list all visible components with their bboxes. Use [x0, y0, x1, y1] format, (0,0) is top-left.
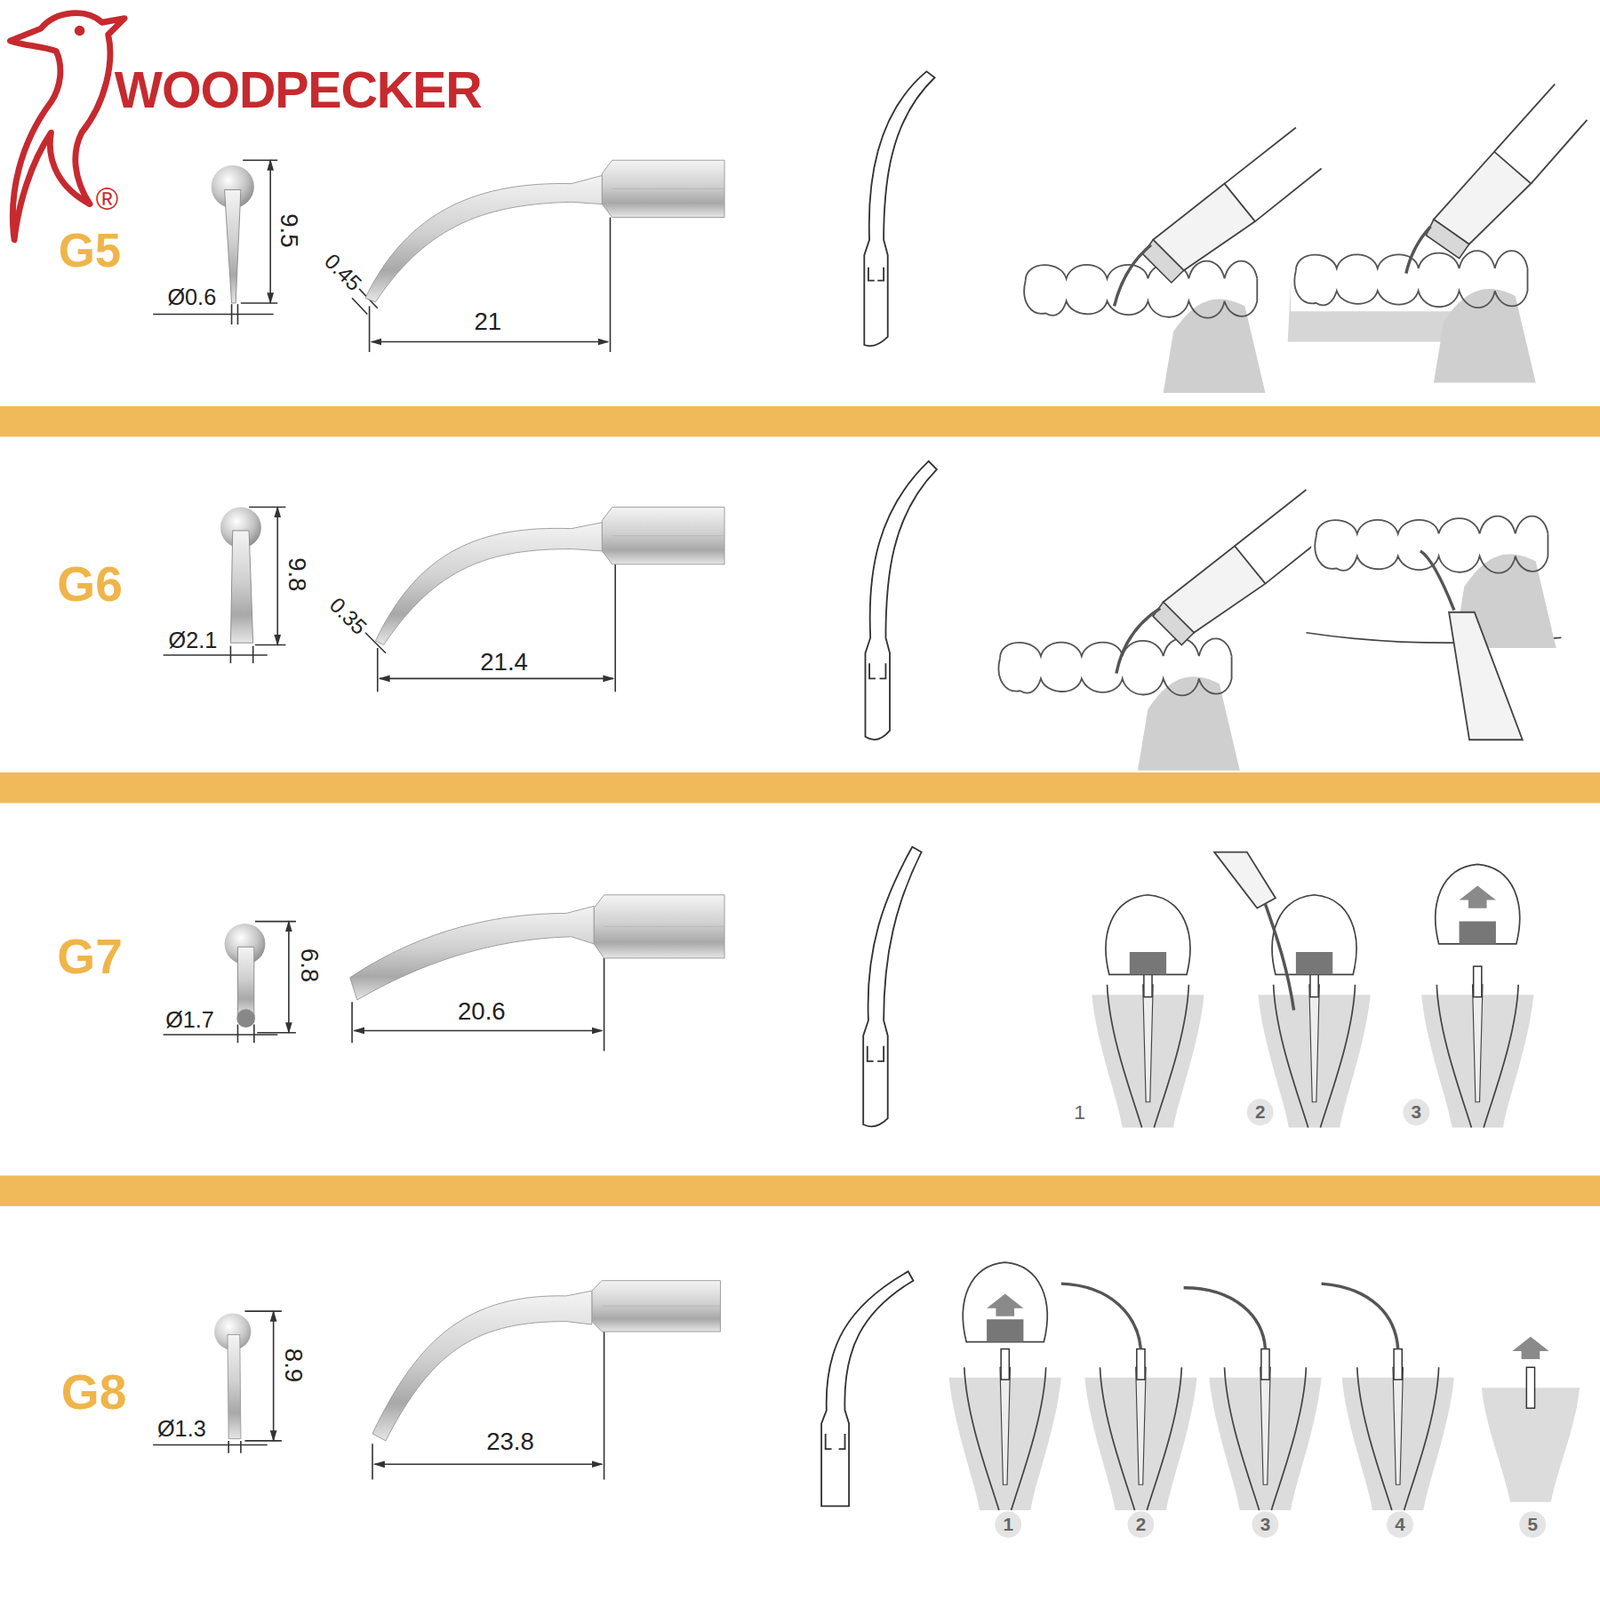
callout-number: 2 — [1247, 1098, 1274, 1126]
brand-name: WOODPECKER — [114, 64, 482, 115]
callout-number: 1 — [1073, 1102, 1086, 1123]
dimension: 21.4 — [480, 649, 528, 675]
registered-mark: ® — [96, 184, 119, 216]
dimension: 21 — [473, 309, 502, 335]
model-name: G5 — [58, 226, 121, 274]
dimension: 9.8 — [284, 557, 310, 592]
dimension: 8.9 — [281, 1348, 307, 1383]
dimension: Ø2.1 — [168, 629, 218, 652]
dimension: Ø0.6 — [167, 287, 216, 310]
dimension: 23.8 — [486, 1429, 535, 1455]
dimension: Ø1.7 — [165, 1008, 215, 1032]
callout-number: 3 — [1252, 1511, 1280, 1538]
dimension: 6.8 — [297, 948, 323, 983]
callout-number: 5 — [1519, 1511, 1546, 1538]
callout-number: 2 — [1127, 1511, 1154, 1538]
callout-number: 1 — [994, 1511, 1022, 1538]
model-name: G7 — [56, 932, 123, 982]
dimension: 9.5 — [277, 213, 303, 248]
dimension: Ø1.3 — [157, 1418, 207, 1441]
callout-number: 4 — [1386, 1511, 1414, 1538]
dimension: 0.45 — [320, 248, 366, 294]
dimension: 20.6 — [457, 999, 506, 1024]
dimension: 0.35 — [325, 592, 370, 638]
model-name: G8 — [61, 1368, 128, 1417]
model-name: G6 — [56, 560, 123, 609]
callout-number: 3 — [1402, 1098, 1430, 1126]
